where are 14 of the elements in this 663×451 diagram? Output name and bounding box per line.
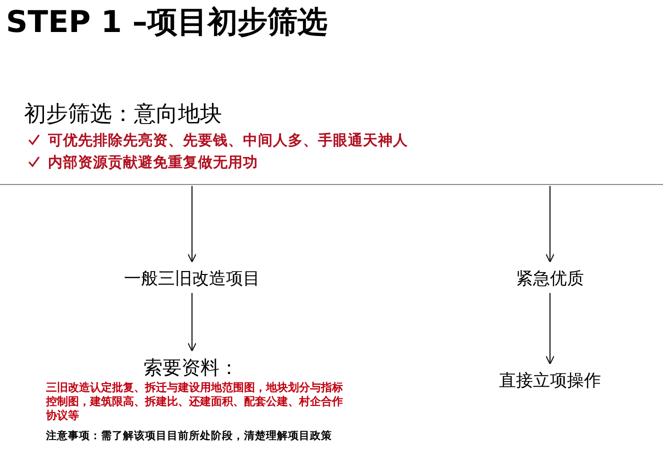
step-label: 直接立项操作: [480, 368, 620, 394]
section-heading: 初步筛选：意向地块: [24, 101, 222, 129]
step-label: 紧急优质: [490, 266, 610, 292]
bullet-text: 内部资源贡献避免重复做无用功: [48, 154, 258, 172]
arrow: [545, 186, 555, 263]
arrow: [187, 186, 197, 263]
step-label: 一般三旧改造项目: [92, 266, 292, 292]
requirement-text: 三旧改造认定批复、拆迁与建设用地范围图，地块划分与指标控制图，建筑限高、拆建比、还建面积、配套公建、村企合作协议等: [46, 381, 344, 423]
note-text: 注意事项：需了解该项目目前所处阶段，清楚理解项目政策: [46, 429, 332, 443]
arrow: [187, 293, 197, 352]
title: STEP 1 –项目初步筛选: [6, 4, 328, 42]
arrow: [545, 293, 555, 365]
bullet-text: 可优先排除先亮资、先要钱、中间人多、手眼通天神人: [48, 131, 408, 150]
block-heading: 索要资料：: [142, 356, 240, 381]
